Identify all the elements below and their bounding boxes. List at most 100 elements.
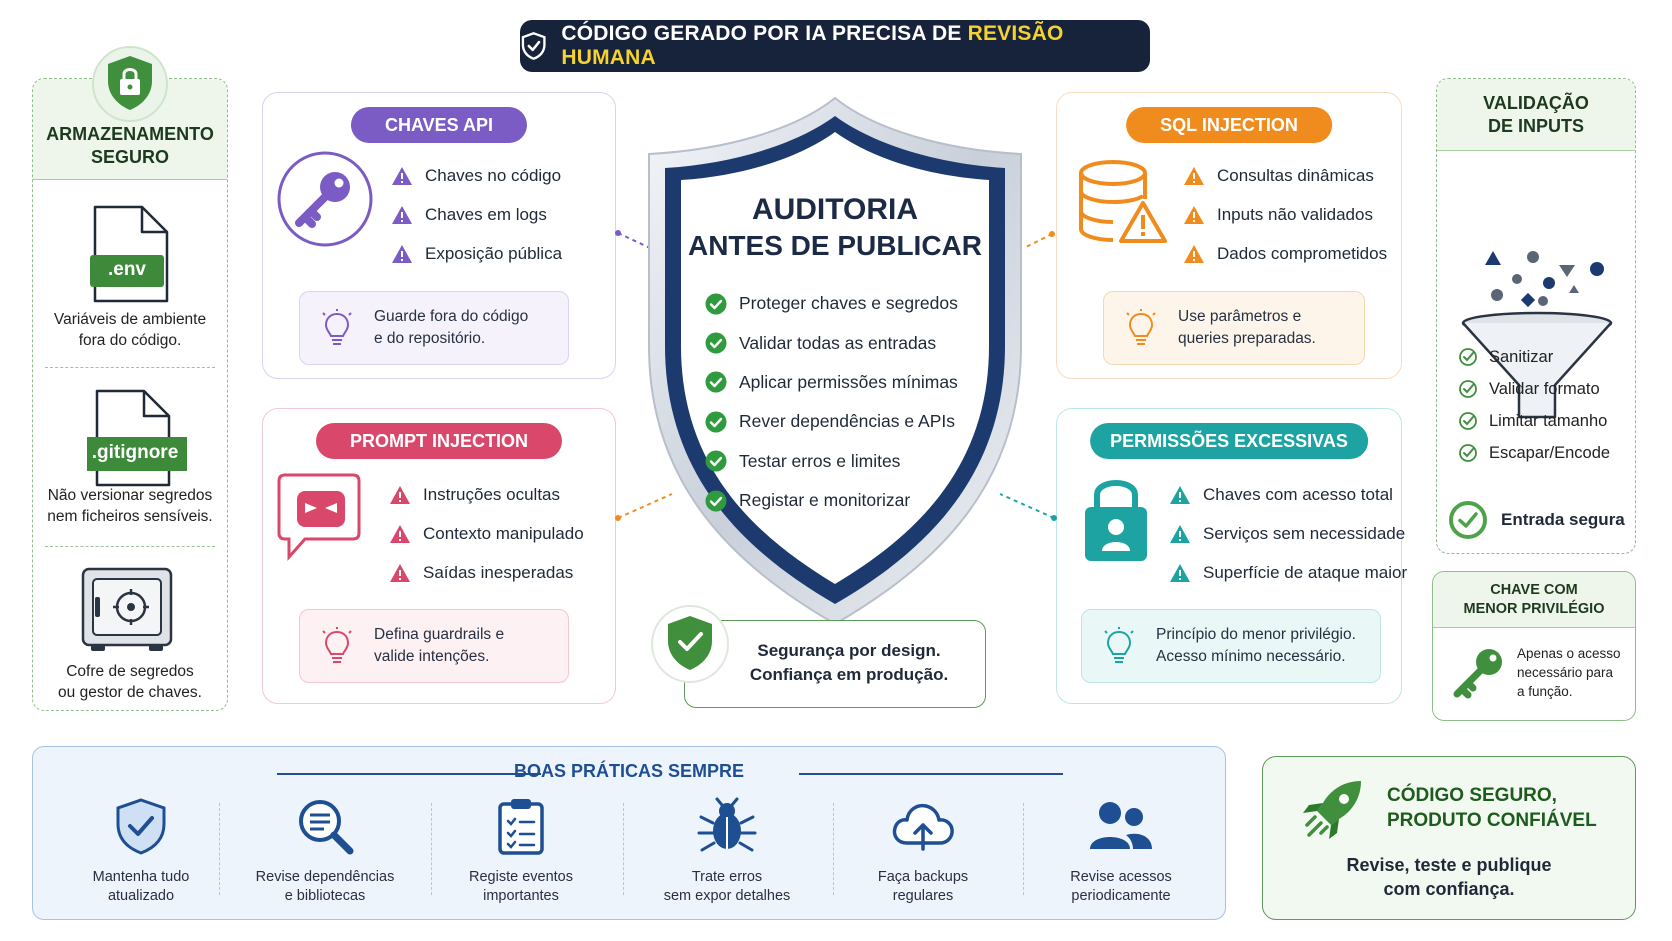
funnel-filter-icon [1461, 251, 1613, 419]
divider [431, 803, 432, 895]
warning-icon [1184, 205, 1204, 224]
warning-icon [390, 485, 410, 504]
audit-shield [648, 96, 1022, 626]
list-item: Chaves com acesso total [1169, 475, 1407, 514]
magnifier-icon [299, 800, 354, 855]
rocket-icon [1303, 781, 1361, 839]
divider [1023, 803, 1024, 895]
audit-checklist: Proteger chaves e segredos Validar todas… [705, 284, 958, 520]
check-circle-icon [705, 411, 727, 433]
checkmark-icon [1459, 380, 1477, 398]
list-item: Dados comprometidos [1183, 234, 1387, 273]
list-item: Superfície de ataque maior [1169, 553, 1407, 592]
list-item: Saídas inesperadas [389, 553, 584, 592]
warning-icon [1184, 166, 1204, 185]
sql-injection-risk-list: Consultas dinâmicas Inputs não validados… [1183, 156, 1387, 273]
list-item: Chaves em logs [391, 195, 562, 234]
divider [45, 367, 215, 368]
shield-check-icon [521, 32, 546, 60]
excessive-permissions-risk-list: Chaves com acesso total Serviços sem nec… [1169, 475, 1407, 592]
check-circle-icon [705, 490, 727, 512]
excessive-permissions-title: PERMISSÕES EXCESSIVAS [1090, 423, 1368, 459]
warning-icon [1170, 485, 1190, 504]
final-title: CÓDIGO SEGURO,PRODUTO CONFIÁVEL [1387, 785, 1597, 831]
api-keys-card: CHAVES API Chaves no código Chaves em lo… [262, 92, 616, 379]
lock-badge-icon [92, 46, 168, 122]
security-by-design-text: Segurança por design.Confiança em produç… [749, 641, 949, 684]
warning-icon [1184, 244, 1204, 263]
list-item: Testar erros e limites [705, 442, 958, 481]
audit-title: AUDITORIA ANTES DE PUBLICAR [687, 193, 982, 261]
list-item: Escapar/Encode [1459, 437, 1610, 469]
divider [623, 803, 624, 895]
prompt-injection-tip: Defina guardrails e valide intenções. [299, 609, 569, 683]
padlock-user-icon [1085, 480, 1147, 561]
gitignore-file-label: .gitignore [91, 442, 179, 463]
api-keys-title: CHAVES API [350, 107, 528, 143]
list-item: Contexto manipulado [389, 514, 584, 553]
warning-icon [392, 166, 412, 185]
sql-injection-tip: Use parâmetros e queries preparadas. [1103, 291, 1365, 365]
divider [219, 803, 220, 895]
key-icon [1453, 649, 1502, 699]
lightbulb-icon [322, 627, 352, 663]
check-circle-icon [705, 371, 727, 393]
cloud-upload-icon [892, 803, 954, 851]
list-item: Aplicar permissões mínimas [705, 363, 958, 402]
shield-check-badge-icon [651, 605, 729, 683]
warning-icon [1170, 524, 1190, 543]
env-file-icon [90, 205, 169, 303]
list-item: Registar e monitorizar [705, 481, 958, 520]
check-circle-icon [705, 450, 727, 472]
excessive-permissions-card: PERMISSÕES EXCESSIVAS Chaves com acesso … [1056, 408, 1407, 704]
lightbulb-icon [1126, 309, 1156, 345]
list-item: Validar todas as entradas [705, 323, 958, 362]
final-message-card: CÓDIGO SEGURO,PRODUTO CONFIÁVEL Revise, … [1262, 756, 1636, 920]
chat-bubble-icon [277, 473, 361, 561]
database-warning-icon [1079, 160, 1167, 243]
list-item: Chaves no código [391, 156, 562, 195]
warning-icon [390, 524, 410, 543]
env-file-label: .env [107, 259, 147, 280]
users-icon [1090, 802, 1152, 849]
list-item: Limitar tamanho [1459, 405, 1610, 437]
title-banner: CÓDIGO GERADO POR IA PRECISA DE REVISÃO … [520, 20, 1150, 72]
shield-check-icon [116, 798, 166, 855]
sql-injection-title: SQL INJECTION [1126, 107, 1332, 143]
divider [833, 803, 834, 895]
list-item: Serviços sem necessidade [1169, 514, 1407, 553]
divider [277, 773, 541, 775]
prompt-injection-risk-list: Instruções ocultas Contexto manipulado S… [389, 475, 584, 592]
list-item: Sanitizar [1459, 341, 1610, 373]
check-circle-icon [705, 332, 727, 354]
checkmark-icon [1459, 348, 1477, 366]
check-circle-icon [705, 293, 727, 315]
page-title: CÓDIGO GERADO POR IA PRECISA DE REVISÃO … [561, 22, 1064, 69]
list-item: Exposição pública [391, 234, 562, 273]
api-keys-risk-list: Chaves no código Chaves em logs Exposiçã… [391, 156, 562, 273]
api-keys-tip: Guarde fora do código e do repositório. [299, 291, 569, 365]
vault-icon [81, 567, 173, 651]
divider [799, 773, 1063, 775]
clipboard-icon [498, 799, 544, 855]
list-item: Consultas dinâmicas [1183, 156, 1387, 195]
check-circle-icon [1449, 501, 1487, 539]
key-icon [277, 151, 373, 247]
secure-input-result: Entrada segura [1449, 501, 1625, 539]
prompt-injection-card: PROMPT INJECTION Instruções ocultas Cont… [262, 408, 616, 704]
